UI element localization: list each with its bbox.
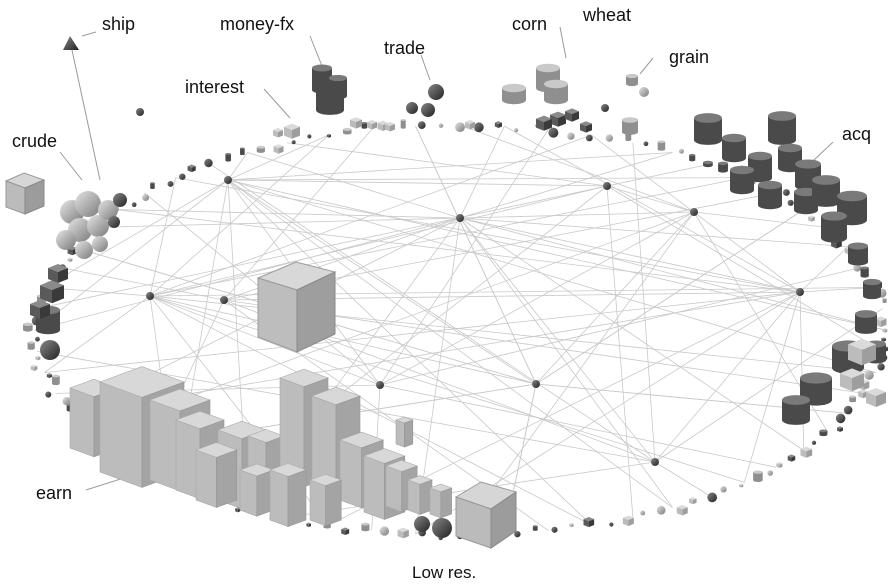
label-ship: ship [102, 14, 136, 34]
label-acq: acq [842, 124, 872, 144]
earn-cluster [69, 366, 453, 538]
large-earn-cubes [4, 172, 518, 549]
label-grain: grain [669, 47, 710, 67]
label-wheat: wheat [583, 5, 632, 25]
label-money-fx: money-fx [220, 14, 295, 34]
label-corn: corn [512, 14, 548, 34]
caption-low-res: Low res. [412, 563, 477, 582]
label-earn: earn [36, 483, 73, 503]
label-interest: interest [185, 77, 245, 97]
label-crude: crude [12, 131, 58, 151]
ship-apex-node [63, 36, 101, 181]
label-trade: trade [384, 38, 426, 58]
graph-edge-mesh [34, 124, 886, 536]
